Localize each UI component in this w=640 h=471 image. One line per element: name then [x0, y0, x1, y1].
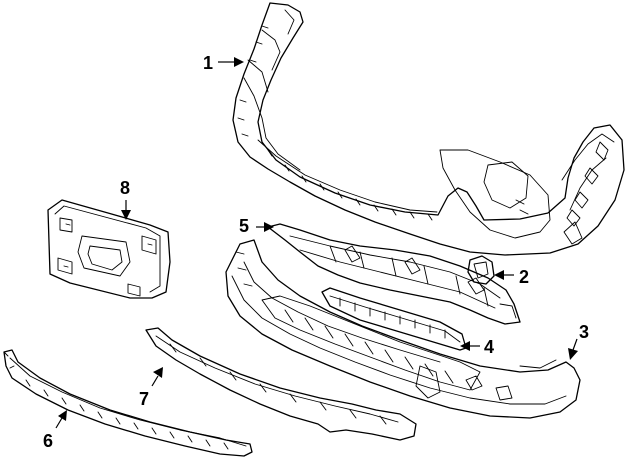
callout-number-1: 1	[203, 53, 213, 73]
part-bracket-small	[467, 255, 495, 285]
callout-8: 8	[120, 178, 131, 220]
callout-number-8: 8	[120, 178, 130, 198]
callout-number-7: 7	[139, 389, 149, 409]
callout-number-5: 5	[239, 216, 249, 236]
callout-1: 1	[203, 53, 244, 73]
callout-7: 7	[139, 367, 163, 409]
part-lip-spoiler	[145, 327, 417, 441]
part-license-plate-bracket	[47, 199, 171, 299]
callout-4: 4	[460, 337, 494, 357]
callout-2: 2	[494, 267, 529, 287]
part-bumper-cover	[232, 2, 625, 256]
callout-number-3: 3	[579, 322, 589, 342]
callout-number-2: 2	[519, 267, 529, 287]
callout-6: 6	[43, 410, 67, 451]
callout-5: 5	[239, 216, 274, 236]
part-lower-bumper-cover	[225, 239, 581, 419]
callout-number-6: 6	[43, 431, 53, 451]
part-reinforcement-bracket	[267, 223, 521, 325]
callout-3: 3	[568, 322, 589, 360]
part-lower-trim-strip	[3, 349, 253, 457]
callout-number-4: 4	[484, 337, 494, 357]
